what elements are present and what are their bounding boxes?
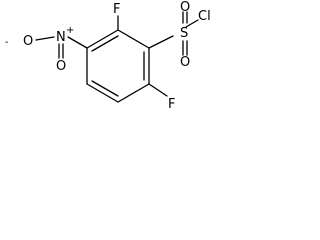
ring-bond-c3-c4: [117, 83, 150, 103]
atom-o-nitro-left-charge: -: [5, 37, 9, 48]
bond-c2-s: [148, 35, 174, 49]
ring-bond-c4-c5-inner: [91, 80, 119, 97]
atom-n: N: [56, 30, 66, 45]
bond-c6-n: [67, 36, 88, 49]
atom-cl: Cl: [198, 9, 211, 24]
atom-f-top: F: [113, 2, 120, 17]
atom-o-nitro-left: O: [23, 34, 33, 49]
atom-o-sulfonyl-top: O: [180, 0, 190, 15]
chemical-structure: F S Cl O O N + O - O F: [5, 0, 211, 112]
atom-s: S: [180, 26, 188, 41]
atom-f-bottom: F: [168, 97, 175, 112]
bond-s-cl: [185, 19, 199, 28]
ring-bond-c6-c1-inner: [91, 35, 119, 52]
atom-n-charge: +: [66, 25, 74, 36]
ring-bond-c6-c1: [86, 29, 119, 49]
ring-bond-c1-c2: [117, 29, 150, 49]
bond-n-o-left: [35, 36, 55, 41]
ring-bond-c4-c5: [86, 83, 119, 103]
atom-o-nitro-bottom: O: [56, 59, 66, 74]
bond-c3-f: [148, 83, 168, 97]
atom-o-sulfonyl-bottom: O: [180, 55, 190, 70]
benzene-ring: [86, 29, 150, 103]
